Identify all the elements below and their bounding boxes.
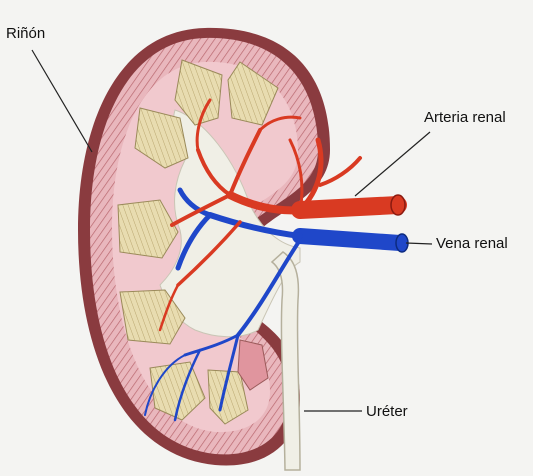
label-rinon: Riñón xyxy=(6,26,45,41)
leader-line-arteria xyxy=(355,132,430,196)
label-vena-renal: Vena renal xyxy=(436,236,508,251)
leader-line-vena xyxy=(406,243,432,244)
leader-line-rinon xyxy=(32,50,92,152)
label-arteria-renal: Arteria renal xyxy=(424,110,506,125)
label-ureter: Uréter xyxy=(366,404,408,419)
